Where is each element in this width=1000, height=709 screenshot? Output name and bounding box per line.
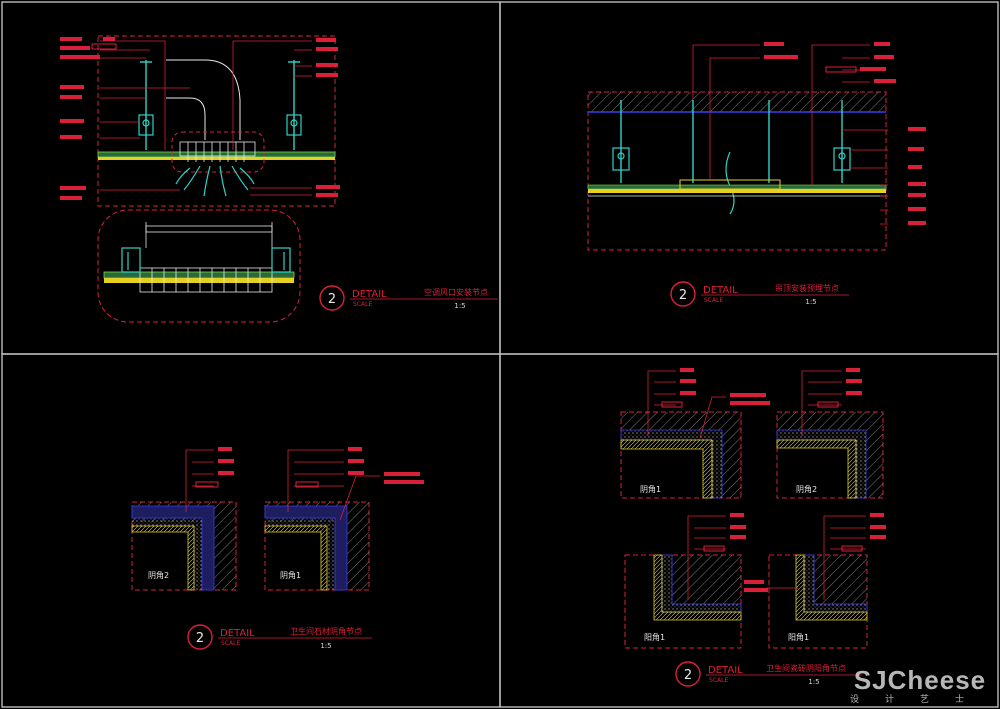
scale-heading: SCALE — [353, 301, 372, 308]
detail-scale: 1:5 — [808, 678, 819, 686]
panel-4-tile-corner-details: 阴角1 阴角2 阳角1 阳角1 — [620, 368, 886, 649]
detail-label: 阳角1 — [644, 632, 665, 642]
title-block-3: 2 DETAIL SCALE 卫生间石材阴角节点 1:5 — [187, 624, 372, 650]
panel-2-ceiling-embed-detail — [587, 42, 926, 251]
detail-number: 2 — [196, 631, 204, 646]
detail-title: 吊顶安装预埋节点 — [775, 283, 839, 293]
detail-scale: 1:5 — [805, 298, 816, 306]
detail-label: 阴角2 — [796, 484, 817, 494]
panel-1-air-vent-detail — [60, 35, 340, 323]
detail-number: 2 — [684, 668, 692, 683]
watermark-brand: SJCheese — [853, 665, 987, 695]
title-block-4: 2 DETAIL SCALE 卫生间瓷砖阴阳角节点 1:5 — [675, 661, 862, 687]
detail-scale: 1:5 — [320, 642, 331, 650]
title-block-1: 2 DETAIL SCALE 空调风口安装节点 1:5 — [319, 285, 498, 311]
panel-3-stone-corner-details: 阴角2 阴角1 — [131, 447, 424, 591]
detail-label: 阴角1 — [280, 570, 301, 580]
detail-number: 2 — [679, 288, 687, 303]
detail-title: 卫生间瓷砖阴阳角节点 — [766, 663, 846, 673]
scale-heading: SCALE — [709, 677, 728, 684]
detail-heading: DETAIL — [220, 628, 255, 639]
detail-number: 2 — [328, 292, 336, 307]
detail-heading: DETAIL — [708, 665, 743, 676]
detail-label: 阳角1 — [788, 632, 809, 642]
detail-title: 空调风口安装节点 — [424, 287, 488, 297]
detail-label: 阴角1 — [640, 484, 661, 494]
detail-heading: DETAIL — [352, 289, 387, 300]
detail-heading: DETAIL — [703, 285, 738, 296]
watermark-sub: 设计艺士 — [849, 695, 990, 705]
watermark-logo: SJCheese 设计艺士 — [850, 665, 990, 705]
scale-heading: SCALE — [704, 297, 723, 304]
detail-label: 阴角2 — [148, 570, 169, 580]
scale-heading: SCALE — [221, 640, 240, 647]
title-block-2: 2 DETAIL SCALE 吊顶安装预埋节点 1:5 — [670, 281, 849, 307]
detail-scale: 1:5 — [454, 302, 465, 310]
detail-title: 卫生间石材阴角节点 — [290, 626, 362, 636]
